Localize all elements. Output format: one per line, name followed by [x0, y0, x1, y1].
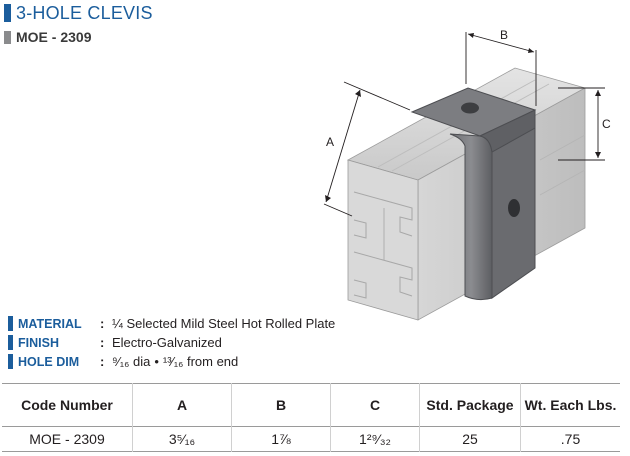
column-header: Std. Package: [419, 383, 521, 427]
hole-diameter: ⁹⁄₁₆ dia: [112, 354, 151, 369]
spec-accent-bar: [8, 316, 13, 331]
spec-colon: :: [100, 335, 105, 350]
clevis-illustration: B A C: [323, 28, 611, 321]
spec-accent-bar: [8, 335, 13, 350]
page-title-row: 3-HOLE CLEVIS: [4, 3, 153, 23]
spec-value: Electro-Galvanized: [112, 335, 222, 350]
spec-colon: :: [100, 354, 105, 369]
side-hole: [508, 199, 520, 217]
dimension-lines: [323, 32, 605, 217]
table-cell: MOE - 2309: [29, 431, 105, 447]
spec-table-wrapper: Code Number A B C Std. Package Wt. Each …: [0, 383, 630, 452]
part-number-accent-bar: [4, 30, 11, 44]
column-header: A: [132, 383, 232, 427]
table-cell: 25: [419, 426, 521, 452]
dimension-label-b: B: [500, 28, 508, 42]
column-header: Wt. Each Lbs.: [520, 383, 620, 427]
spec-colon: :: [100, 316, 105, 331]
table-cell: 1²⁹⁄₃₂: [330, 426, 420, 452]
column-header: C: [330, 383, 420, 427]
spec-row-material: MATERIAL : ¼ Selected Mild Steel Hot Rol…: [8, 314, 335, 333]
table-cell: 1⅞: [231, 426, 331, 452]
title-accent-bar: [4, 4, 11, 22]
spec-accent-bar: [8, 354, 13, 369]
spec-label: MATERIAL: [18, 316, 82, 331]
table-row: MOE - 2309 3⁵⁄₁₆ 1⅞ 1²⁹⁄₃₂ 25 .75: [2, 426, 620, 452]
spec-list: MATERIAL : ¼ Selected Mild Steel Hot Rol…: [8, 314, 335, 371]
table-header-row: Code Number A B C Std. Package Wt. Each …: [2, 383, 620, 427]
part-number-row: MOE - 2309: [4, 29, 91, 45]
page-title: 3-HOLE CLEVIS: [16, 2, 153, 23]
top-hole: [461, 102, 479, 114]
clevis-bracket: [410, 87, 537, 301]
hole-offset: ¹³⁄₁₆ from end: [162, 354, 239, 369]
spec-label: FINISH: [18, 335, 59, 350]
table-cell: .75: [520, 426, 620, 452]
part-number: MOE - 2309: [16, 29, 92, 45]
spec-row-finish: FINISH : Electro-Galvanized: [8, 333, 335, 352]
column-header: Code Number: [21, 397, 113, 413]
spec-label: HOLE DIM: [18, 354, 80, 369]
spec-row-hole-dim: HOLE DIM : ⁹⁄₁₆ dia•¹³⁄₁₆ from end: [8, 352, 335, 371]
dimension-label-c: C: [602, 117, 611, 131]
spec-value: ¼ Selected Mild Steel Hot Rolled Plate: [112, 316, 336, 331]
dimension-label-a: A: [326, 135, 334, 149]
spec-value: ⁹⁄₁₆ dia•¹³⁄₁₆ from end: [112, 354, 238, 369]
table-cell: 3⁵⁄₁₆: [132, 426, 232, 452]
bullet-separator: •: [154, 354, 159, 369]
column-header: B: [231, 383, 331, 427]
spec-table: Code Number A B C Std. Package Wt. Each …: [2, 383, 620, 452]
